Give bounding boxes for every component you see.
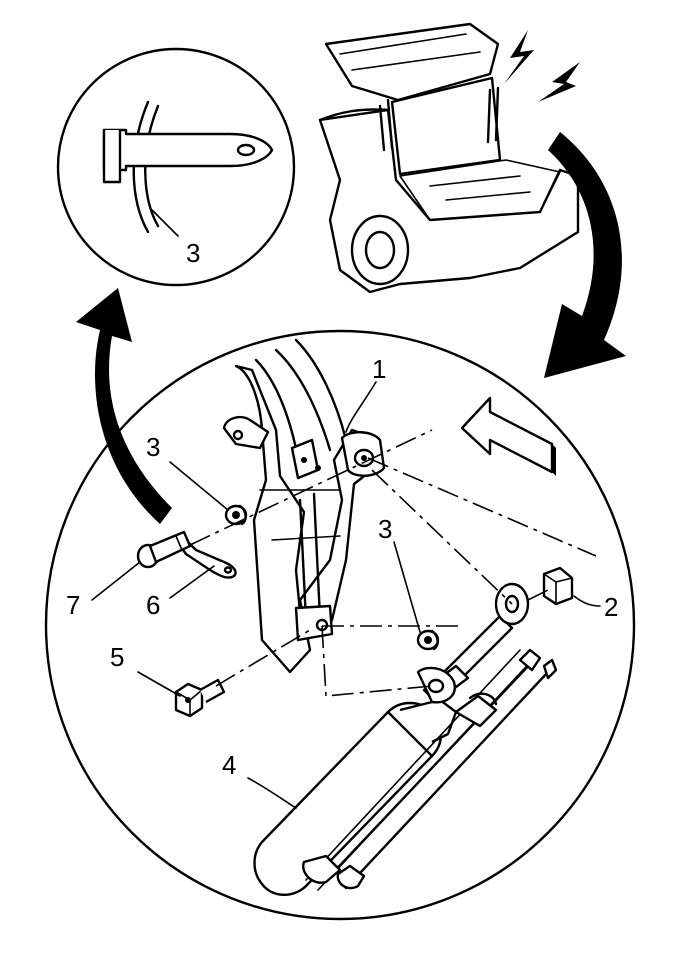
leader-7: [91, 561, 141, 601]
centerline-rod-nut: [527, 587, 553, 601]
centerline-bolt: [215, 629, 311, 687]
callout-2: 2: [604, 592, 618, 622]
centerline-lower-mount: [321, 625, 460, 697]
leader-4: [247, 777, 297, 809]
main-circle: [44, 329, 636, 921]
vehicle-illustration: [318, 22, 580, 294]
hydraulic-hose: [305, 649, 537, 891]
leader-2: [573, 595, 601, 607]
callout-3-detail: 3: [186, 238, 200, 268]
mounting-tab: [222, 416, 270, 450]
callout-3-top: 3: [146, 432, 160, 462]
detail-inset-circle: [56, 47, 296, 287]
washer-lower: [416, 629, 440, 651]
trunk-lid-inner: [390, 76, 502, 176]
centerline-hinge-nut: [367, 457, 597, 557]
callout-6: 6: [146, 590, 160, 620]
callout-4: 4: [222, 750, 236, 780]
detail-inset: 3: [56, 47, 296, 287]
nut: [542, 566, 574, 606]
callout-5: 5: [110, 642, 124, 672]
detail-retaining-clip: [102, 128, 274, 172]
hinge-bracket: [234, 364, 376, 674]
detail-leader: [151, 209, 179, 237]
vehicle-wheel: [350, 214, 410, 286]
spark-icon: [538, 62, 580, 102]
leader-1: [345, 381, 377, 433]
hose-fitting: [454, 694, 498, 728]
washer-upper: [224, 504, 248, 526]
leader-5: [137, 671, 181, 697]
callout-1: 1: [372, 354, 386, 384]
leader-3-mid: [393, 541, 421, 633]
callout-7: 7: [66, 590, 80, 620]
curved-arrow-icon: [544, 132, 626, 378]
spark-icon: [504, 30, 534, 84]
detail-clip-hole: [236, 143, 256, 157]
main-view: 1 2 3 3 4 5 6 7: [44, 329, 636, 921]
detail-clip-head: [102, 130, 122, 184]
upper-pivot-boss: [340, 431, 386, 477]
leader-3-top: [169, 461, 229, 511]
callout-3-mid: 3: [378, 514, 392, 544]
centerline-upper-pin: [189, 429, 433, 546]
clevis-pin: [136, 530, 192, 569]
centerline-rod-pivot: [371, 469, 513, 605]
right-lift-cylinder: [486, 86, 500, 144]
curved-arrow-icon: [76, 288, 172, 524]
detail-strip: [132, 100, 160, 234]
leader-6: [169, 565, 215, 599]
left-lift-cylinder: [378, 98, 394, 152]
